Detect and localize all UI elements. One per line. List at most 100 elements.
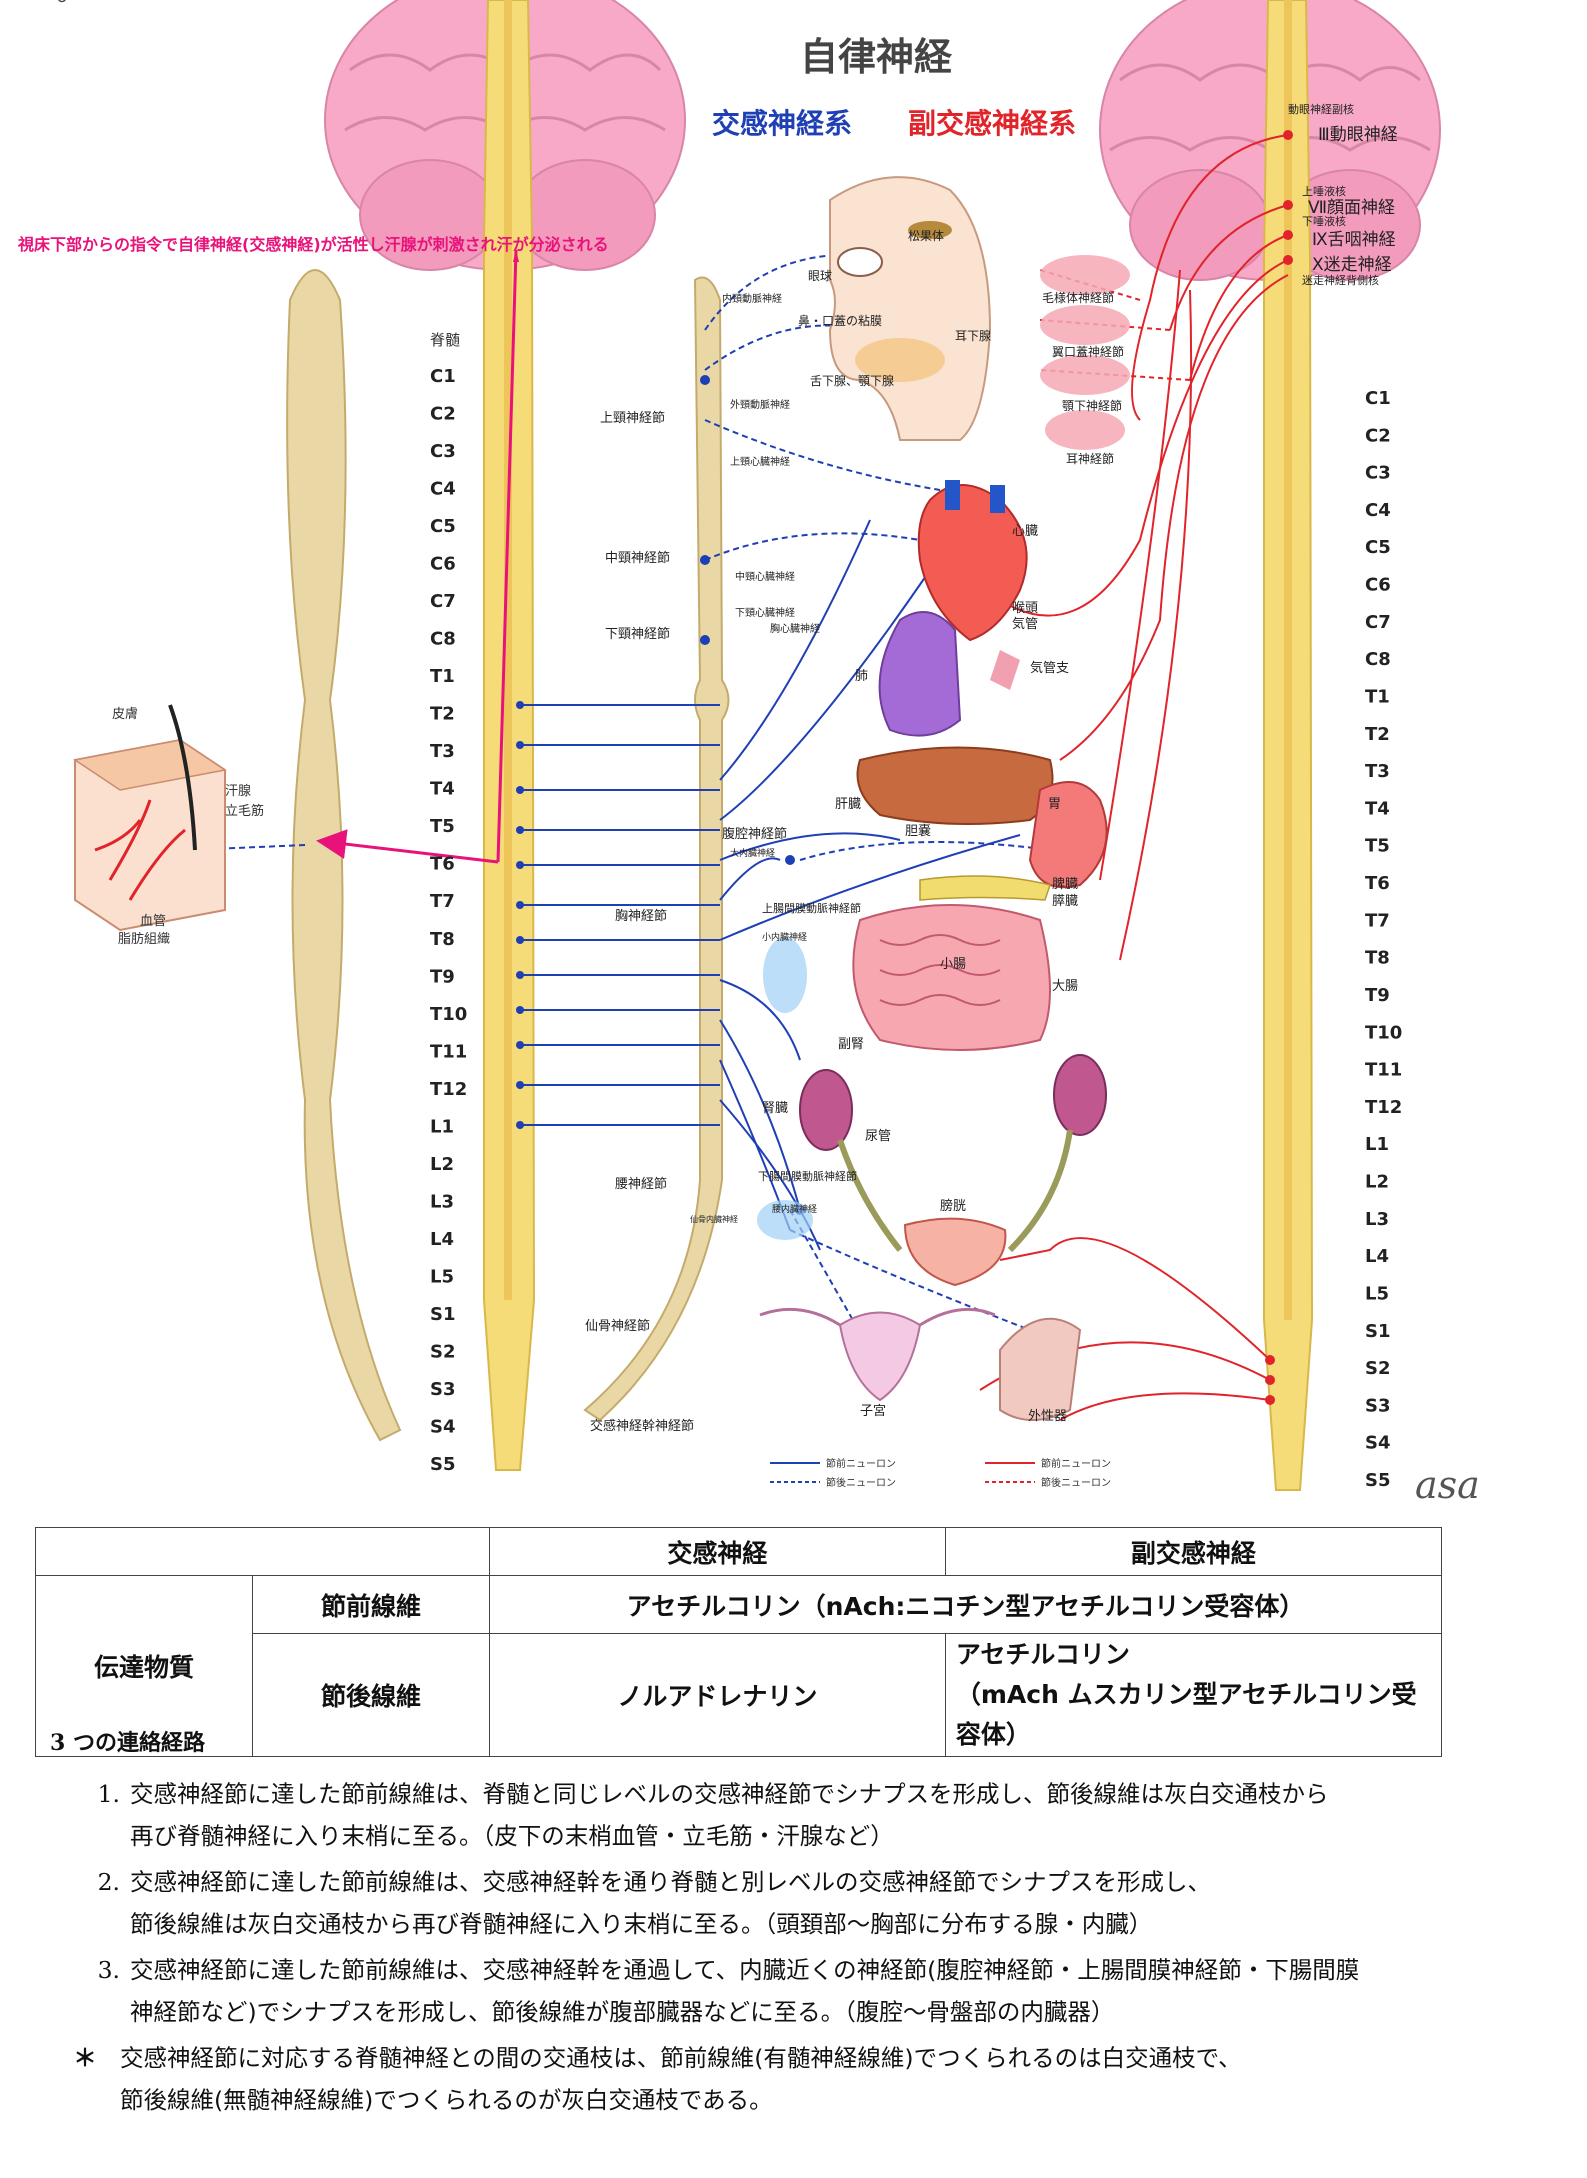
right-level-t6: T6 — [1365, 873, 1390, 894]
head-profile — [828, 176, 992, 441]
left-level-t8: T8 — [430, 929, 455, 950]
spinal-cord-label: 脊髄 — [430, 331, 460, 349]
note-item: 2. 交感神経節に達した節前線維は、交感神経幹を通り脊髄と別レベルの交感神経節で… — [50, 1861, 1550, 1945]
left-level-c7: C7 — [430, 591, 456, 612]
right-level-s4: S4 — [1365, 1433, 1391, 1454]
right-level-t5: T5 — [1365, 836, 1390, 857]
cranial-nerve-labels: 動眼神経副核 Ⅲ動眼神経 上唾液核 Ⅶ顔面神経 下唾液核 Ⅸ舌咽神経 Ⅹ迷走神経… — [1288, 102, 1398, 287]
label-lesser-splanchnic: 小内臓神経 — [762, 931, 807, 943]
notes-heading: 3 つの連絡経路 — [50, 1730, 205, 1756]
right-level-t2: T2 — [1365, 724, 1390, 745]
external-genitals — [999, 1317, 1082, 1421]
note-text: 交感神経節に達した節前線維は、交感神経幹を通過して、内臓近くの神経節(腹腔神経節… — [130, 1949, 1550, 2033]
note-star-item: ＊ 交感神経節に対応する脊髄神経との間の交通枝は、節前線維(有髄神経線維)でつく… — [50, 2037, 1550, 2121]
label-sublingual: 舌下腺、顎下腺 — [810, 374, 894, 388]
label-pancreas: 膵臓 — [1052, 894, 1078, 909]
legend-sympathetic: 交感神経系 — [712, 107, 852, 140]
left-level-c3: C3 — [430, 441, 456, 462]
left-level-l3: L3 — [430, 1191, 454, 1212]
label-parotid: 耳下腺 — [955, 329, 991, 343]
label-sweat-gland: 汗腺 — [225, 784, 251, 799]
label-inferior-mesenteric: 下腸間膜動脈神経節 — [758, 1169, 857, 1183]
right-level-c8: C8 — [1365, 649, 1391, 670]
label-stomach: 胃 — [1048, 797, 1061, 812]
note-line: 再び脊髄神経に入り末梢に至る。（皮下の末梢血管・立毛筋・汗腺など） — [130, 1822, 894, 1850]
label-nasal: 鼻・口蓋の粘膜 — [798, 313, 882, 328]
right-level-t10: T10 — [1365, 1022, 1402, 1043]
label-vagus: Ⅹ迷走神経 — [1312, 255, 1392, 275]
right-level-c2: C2 — [1365, 425, 1391, 446]
left-level-s3: S3 — [430, 1379, 456, 1400]
label-otic: 耳神経節 — [1066, 451, 1114, 466]
note-line: 交感神経節に対応する脊髄神経との間の交通枝は、節前線維(有髄神経線維)でつくられ… — [120, 2044, 1242, 2072]
label-submandibular: 顎下神経節 — [1062, 398, 1122, 413]
lung — [878, 611, 1020, 737]
label-pterygopalatine: 翼口蓋神経節 — [1052, 344, 1124, 359]
left-level-c8: C8 — [430, 629, 456, 650]
right-level-c4: C4 — [1365, 500, 1391, 521]
neurotransmitter-table: 交感神経 副交感神経 伝達物質 節前線維 アセチルコリン（nAch:ニコチン型ア… — [34, 1527, 1443, 1757]
note-star: ＊ — [73, 2044, 97, 2072]
right-level-l2: L2 — [1365, 1172, 1389, 1193]
table-post-label: 節後線維 — [252, 1633, 490, 1757]
table-header-sympathetic: 交感神経 — [489, 1527, 946, 1576]
label-liver: 肝臓 — [835, 797, 861, 812]
kidneys — [757, 1054, 1107, 1253]
left-level-s5: S5 — [430, 1454, 456, 1475]
label-inf-salivatory: 下唾液核 — [1302, 214, 1346, 228]
note-line: 交感神経節に達した節前線維は、脊髄と同じレベルの交感神経節でシナプスを形成し、節… — [130, 1780, 1329, 1808]
note-line: 交感神経節に達した節前線維は、交感神経幹を通過して、内臓近くの神経節(腹腔神経節… — [130, 1956, 1360, 1984]
note-text: 交感神経節に達した節前線維は、交感神経幹を通り脊髄と別レベルの交感神経節でシナプ… — [130, 1861, 1550, 1945]
parasympathetic-fibers — [979, 134, 1289, 1421]
left-level-t1: T1 — [430, 666, 455, 687]
right-level-c6: C6 — [1365, 575, 1391, 596]
label-inferior-cervical: 下頸神経節 — [605, 627, 670, 642]
right-level-c3: C3 — [1365, 463, 1391, 484]
label-inf-cardiac: 下頸心臓神経 — [735, 606, 795, 619]
right-level-t11: T11 — [1365, 1060, 1402, 1081]
legend-parasympathetic: 副交感神経系 — [908, 107, 1076, 140]
label-internal-carotid: 内頸動脈神経 — [722, 292, 782, 305]
label-superior-cervical: 上頸神経節 — [600, 411, 665, 426]
label-sacral-splanchnic: 仙骨内臓神経 — [690, 1214, 738, 1224]
note-item: 1. 交感神経節に達した節前線維は、脊髄と同じレベルの交感神経節でシナプスを形成… — [50, 1773, 1550, 1857]
note-number: 3. — [97, 1956, 120, 1984]
legend-symp-post: 節後ニューロン — [826, 1476, 896, 1489]
annotation-text: 視床下部からの指令で自律神経(交感神経)が活性し汗腺が刺激され汗が分泌される — [17, 235, 609, 254]
right-level-l5: L5 — [1365, 1283, 1389, 1304]
label-bronchus: 気管支 — [1030, 660, 1069, 676]
label-fat: 脂肪組織 — [118, 931, 170, 947]
table-empty-corner — [35, 1527, 490, 1576]
right-level-t7: T7 — [1365, 910, 1390, 931]
table-pre-value: アセチルコリン（nAch:ニコチン型アセチルコリン受容体） — [489, 1575, 1442, 1634]
label-sup-cardiac: 上頸心臓神経 — [730, 455, 790, 468]
organ-labels: 心臓 喉頭 気管 気管支 肺 肝臓 胃 胆嚢 脾臓 膵臓 小腸 大腸 副腎 腎臓… — [762, 524, 1078, 1424]
ganglion-labels: 上頸神経節 中頸神経節 下頸神経節 腹腔神経節 大内臓神経 胸神経節 上腸間膜動… — [585, 411, 861, 1434]
skin-section — [73, 704, 227, 932]
legend-para-pre: 節前ニューロン — [1041, 1457, 1111, 1470]
label-lumbar: 腰神経節 — [615, 1177, 667, 1192]
left-level-c6: C6 — [430, 554, 456, 575]
signature: asa — [1415, 1463, 1480, 1507]
label-oculomotor-nucleus: 動眼神経副核 — [1288, 102, 1354, 116]
label-glossopharyngeal: Ⅸ舌咽神経 — [1312, 230, 1396, 250]
right-level-c1: C1 — [1365, 388, 1391, 409]
label-trachea: 気管 — [1012, 616, 1038, 632]
table-row-label: 伝達物質 — [34, 1575, 254, 1757]
right-level-c5: C5 — [1365, 537, 1391, 558]
right-level-t9: T9 — [1365, 985, 1390, 1006]
left-level-t4: T4 — [430, 779, 455, 800]
right-level-s1: S1 — [1365, 1321, 1391, 1342]
head-labels: 松果体 眼球 内頸動脈神経 鼻・口蓋の粘膜 耳下腺 舌下腺、顎下腺 外頸動脈神経… — [722, 229, 991, 635]
left-level-t6: T6 — [430, 854, 455, 875]
para-ganglion-labels: 毛様体神経節 翼口蓋神経節 顎下神経節 耳神経節 — [1042, 290, 1124, 466]
sympathetic-chain-left — [286, 269, 402, 1442]
label-arrector: 立毛筋 — [225, 803, 264, 819]
label-gallbladder: 胆嚢 — [905, 823, 931, 839]
diagram-title: 自律神経 — [800, 35, 953, 79]
label-pineal: 松果体 — [908, 229, 944, 243]
table-post-sympathetic: ノルアドレナリン — [489, 1633, 946, 1757]
left-level-t7: T7 — [430, 891, 455, 912]
note-text: 交感神経節に達した節前線維は、脊髄と同じレベルの交感神経節でシナプスを形成し、節… — [130, 1773, 1550, 1857]
label-skin: 皮膚 — [112, 706, 138, 722]
